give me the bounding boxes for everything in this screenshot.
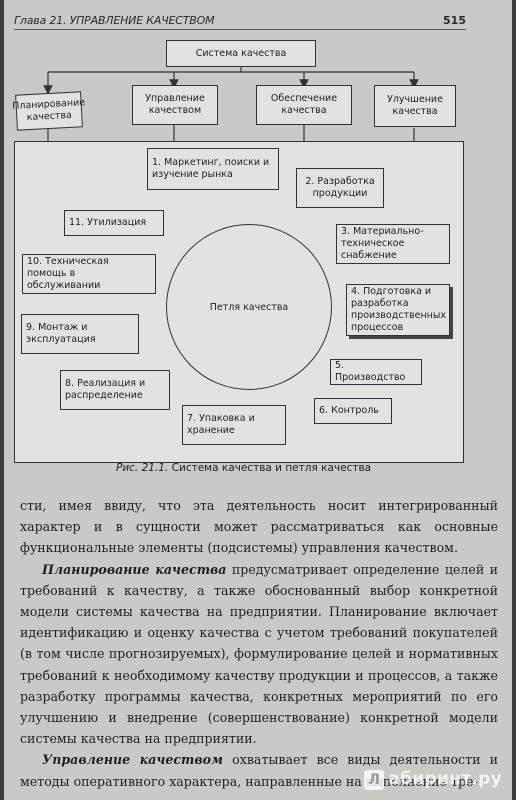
paragraph-3-text: охватывает все виды деятельности и метод… [20, 752, 498, 789]
term-planning: Планирование качества [42, 561, 227, 577]
function-management-box: Управление качеством [132, 85, 218, 125]
book-page: Глава 21. УПРАВЛЕНИЕ КАЧЕСТВОМ 515 [4, 0, 512, 800]
quality-loop-label: Петля качества [209, 301, 289, 313]
paragraph-3: Управление качеством охватывает все виды… [20, 749, 498, 791]
page-number: 515 [443, 14, 466, 27]
figure-label: Рис. 21.1. [116, 462, 169, 474]
term-management: Управление качеством [42, 752, 224, 768]
paragraph-1: сти, имея ввиду, что эта деятельность но… [20, 498, 498, 556]
diagram-connectors [43, 67, 419, 141]
chapter-title: Глава 21. УПРАВЛЕНИЕ КАЧЕСТВОМ [14, 14, 215, 27]
watermark-logo-icon: Л [364, 770, 385, 790]
body-text: сти, имея ввиду, что эта деятельность но… [20, 495, 498, 792]
stage-4-box: 4. Подготовка и разработка производствен… [346, 284, 450, 336]
stage-7-box: 7. Упаковка и хранение [182, 405, 286, 445]
stage-11-box: 11. Утилизация [64, 210, 164, 236]
watermark-text: абиринт.ру [388, 769, 502, 789]
stage-2-box: 2. Разработка продукции [296, 168, 384, 208]
stage-6-box: 6. Контроль [314, 398, 392, 424]
function-improvement-box: Улучшение качества [374, 85, 456, 127]
stage-1-box: 1. Маркетинг, поиски и изучение рынка [147, 148, 279, 190]
stage-3-box: 3. Материально-техническое снабжение [336, 224, 450, 264]
stage-5-box: 5. Производство [330, 359, 422, 385]
quality-system-diagram: Система качества Планирование качества У… [4, 0, 512, 480]
running-header: Глава 21. УПРАВЛЕНИЕ КАЧЕСТВОМ 515 [14, 14, 466, 30]
figure-caption-text: Система качества и петля качества [171, 462, 372, 474]
paragraph-2-text: предусматривает определение целей и треб… [20, 561, 498, 747]
figure-caption: Рис. 21.1. Система качества и петля каче… [116, 462, 416, 474]
stage-9-box: 9. Монтаж и эксплуатация [21, 314, 139, 354]
quality-system-box: Система качества [166, 40, 316, 67]
stage-8-box: 8. Реализация и распределение [60, 370, 170, 410]
function-planning-box: Планирование качества [12, 91, 85, 131]
quality-loop-circle: Петля качества [166, 224, 332, 390]
paragraph-2: Планирование качества предусматривает оп… [20, 559, 498, 750]
function-assurance-box: Обеспечение качества [256, 85, 352, 125]
stage-10-box: 10. Техническая помощь в обслуживании [22, 254, 156, 294]
